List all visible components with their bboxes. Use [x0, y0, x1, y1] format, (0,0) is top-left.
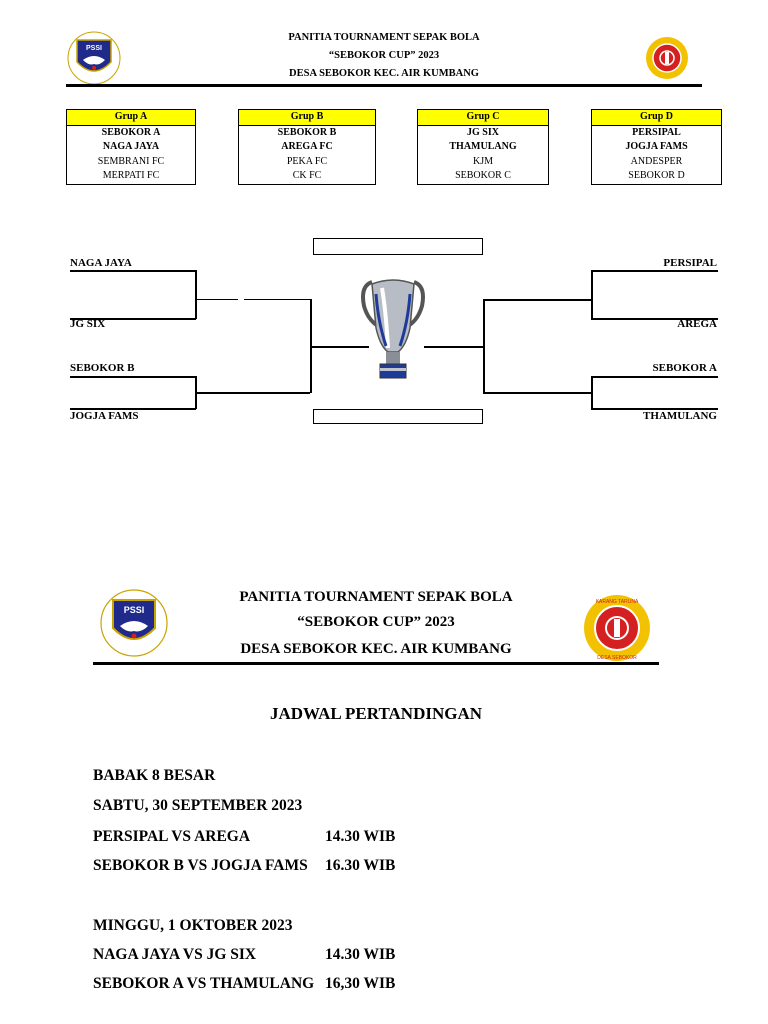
group-c-team-4: SEBOKOR C: [455, 170, 511, 181]
header-divider: [66, 84, 702, 87]
bracket-left-team-3: SEBOKOR B: [70, 362, 135, 374]
schedule-day-2-date: MINGGU, 1 OKTOBER 2023: [93, 917, 293, 934]
final-winner-box-top: [313, 238, 483, 255]
schedule-day-1-match-2-time: 16.30 WIB: [325, 857, 396, 874]
svg-text:PSSI: PSSI: [86, 45, 102, 52]
group-a-team-4: MERPATI FC: [102, 170, 160, 181]
group-a-table: Grup A SEBOKOR A NAGA JAYA SEMBRANI FC M…: [66, 109, 196, 185]
schedule-round: BABAK 8 BESAR: [93, 767, 216, 784]
bracket-right-team-3: SEBOKOR A: [652, 362, 718, 374]
group-b-team-3: PEKA FC: [286, 155, 328, 167]
group-b-team-2: AREGA FC: [281, 141, 333, 152]
bracket-left-team-2: JG SIX: [70, 318, 106, 330]
bracket-line: [591, 408, 718, 410]
svg-text:PSSI: PSSI: [124, 605, 145, 615]
schedule-day-1-match-1: PERSIPAL VS AREGA: [93, 828, 251, 845]
schedule-day-1-match-1-time: 14.30 WIB: [325, 828, 396, 845]
group-a-team-1: SEBOKOR A: [101, 126, 161, 138]
bracket-line: [195, 270, 197, 319]
bracket-right-team-2: AREGA: [677, 318, 717, 330]
bracket-line: [244, 299, 310, 301]
schedule-header-divider: [93, 662, 659, 665]
group-d-team-4: SEBOKOR D: [628, 170, 685, 181]
group-b-table: Grup B SEBOKOR B AREGA FC PEKA FC CK FC: [238, 109, 376, 185]
final-winner-box-bottom: [313, 409, 483, 424]
schedule-title: JADWAL PERTANDINGAN: [269, 704, 483, 723]
bracket-line: [424, 346, 484, 348]
group-c-team-3: KJM: [472, 155, 493, 167]
group-a-team-2: NAGA JAYA: [102, 141, 160, 152]
schedule-day-2-match-1: NAGA JAYA VS JG SIX: [93, 946, 257, 963]
bracket-line: [195, 376, 197, 409]
group-c-table: Grup C JG SIX THAMULANG KJM SEBOKOR C: [417, 109, 549, 185]
bracket-line: [310, 299, 312, 393]
group-b-title: Grup B: [239, 110, 375, 126]
bracket-line: [591, 270, 718, 272]
pssi-logo-top: PSSI: [63, 30, 125, 86]
bracket-line: [196, 299, 238, 301]
bracket-line: [591, 318, 718, 320]
group-c-team-1: JG SIX: [467, 126, 499, 138]
schedule-day-2-match-2-time: 16,30 WIB: [325, 975, 396, 992]
bracket-left-team-1: NAGA JAYA: [70, 257, 132, 269]
schedule-header-line-2: “SEBOKOR CUP” 2023: [297, 614, 455, 630]
header-line-3: DESA SEBOKOR KEC. AIR KUMBANG: [289, 68, 479, 79]
bracket-line: [70, 270, 196, 272]
group-d-team-1: PERSIPAL: [632, 126, 681, 138]
group-d-table: Grup D PERSIPAL JOGJA FAMS ANDESPER SEBO…: [591, 109, 722, 185]
schedule-day-1-date: SABTU, 30 SEPTEMBER 2023: [93, 797, 303, 814]
header-line-1: PANITIA TOURNAMENT SEPAK BOLA: [288, 32, 480, 43]
group-c-team-2: THAMULANG: [449, 141, 517, 152]
bracket-line: [591, 376, 718, 378]
karang-taruna-logo-bottom: KARANG TARUNA DESA SEBOKOR: [580, 593, 654, 663]
svg-text:DESA SEBOKOR: DESA SEBOKOR: [597, 655, 637, 661]
schedule-day-2-match-1-time: 14.30 WIB: [325, 946, 396, 963]
bracket-line: [483, 299, 592, 301]
bracket-line: [591, 270, 593, 319]
group-d-title: Grup D: [592, 110, 721, 126]
bracket-line: [70, 318, 196, 320]
group-b-team-1: SEBOKOR B: [277, 126, 337, 138]
svg-text:KARANG TARUNA: KARANG TARUNA: [596, 599, 639, 605]
pssi-logo-bottom: PSSI: [96, 588, 172, 658]
group-a-title: Grup A: [67, 110, 195, 126]
bracket-line: [70, 376, 196, 378]
group-d-team-3: ANDESPER: [630, 155, 683, 167]
bracket-line: [483, 392, 592, 394]
bracket-right-team-4: THAMULANG: [643, 410, 717, 422]
bracket-left-team-4: JOGJA FAMS: [70, 410, 139, 422]
group-a-team-3: SEMBRANI FC: [97, 155, 165, 167]
trophy-icon: [358, 272, 428, 382]
bracket-line: [196, 392, 310, 394]
bracket-line: [70, 408, 196, 410]
group-c-title: Grup C: [418, 110, 548, 126]
schedule-day-1-match-2: SEBOKOR B VS JOGJA FAMS: [93, 857, 308, 874]
schedule-header-line-3: DESA SEBOKOR KEC. AIR KUMBANG: [240, 641, 512, 657]
karang-taruna-logo-top: [645, 36, 689, 80]
schedule-header-line-1: PANITIA TOURNAMENT SEPAK BOLA: [239, 589, 513, 605]
bracket-right-team-1: PERSIPAL: [663, 257, 717, 269]
schedule-day-2-match-2: SEBOKOR A VS THAMULANG: [93, 975, 315, 992]
group-b-team-4: CK FC: [292, 170, 322, 181]
header-line-2: “SEBOKOR CUP” 2023: [328, 50, 440, 61]
bracket-line: [311, 346, 369, 348]
group-d-team-2: JOGJA FAMS: [625, 141, 688, 152]
